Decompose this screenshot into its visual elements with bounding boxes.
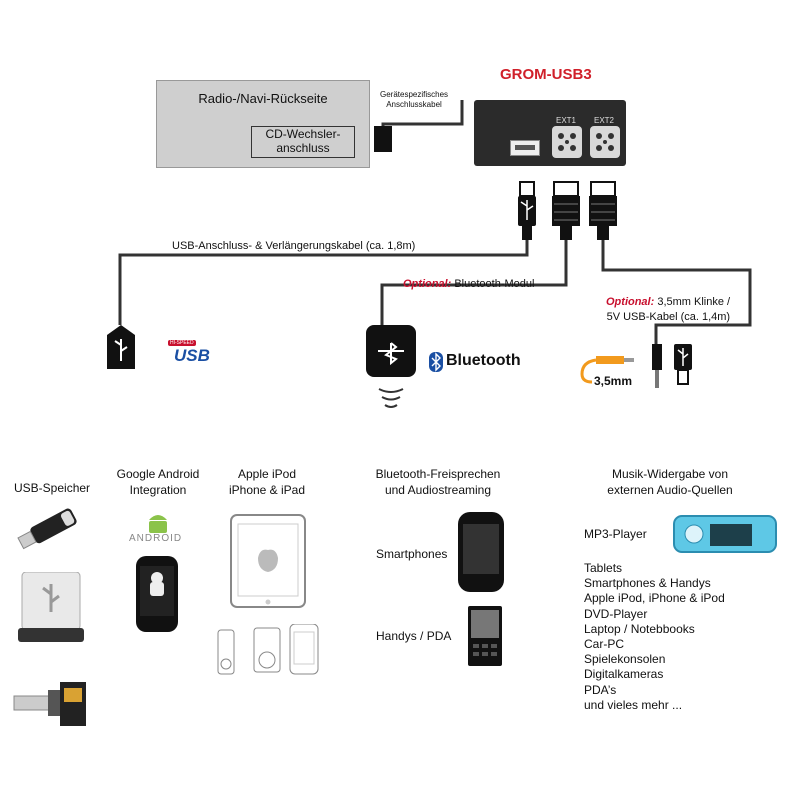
bluetooth-logo-icon <box>429 352 443 372</box>
usb-cable-path <box>118 238 529 325</box>
android-line1: Google Android <box>116 467 200 481</box>
bt-line1: Bluetooth-Freisprechen <box>375 467 501 481</box>
smartphones-label: Smartphones <box>376 547 448 561</box>
head-unit-plug-icon <box>374 126 392 152</box>
usb-logo-small: HI-SPEED <box>168 340 196 346</box>
pda-icon <box>468 606 502 666</box>
list-item: Car-PC <box>584 637 625 652</box>
bluetooth-module-icon <box>366 325 416 408</box>
module-title: GROM-USB3 <box>500 66 592 83</box>
mp3-label: MP3-Player <box>584 527 647 541</box>
smartphone-icon <box>458 512 504 592</box>
aux-line1: 3,5mm Klinke / <box>657 296 731 308</box>
bt-title: Bluetooth-Freisprechen und Audiostreamin… <box>366 466 510 498</box>
usb-plug-icon <box>107 325 135 369</box>
mp3-player-icon <box>673 515 777 553</box>
head-unit-back: Radio-/Navi-Rückseite CD-Wechsler- ansch… <box>156 80 370 168</box>
usb-cable-label: USB-Anschluss- & Verlängerungskabel (ca.… <box>172 240 416 252</box>
apple-line2: iPhone & iPad <box>228 483 306 497</box>
music-line2: externen Audio-Quellen <box>607 483 733 497</box>
usb-port-icon <box>510 140 540 156</box>
list-item: PDA’s <box>584 682 617 697</box>
aux-cable-path <box>601 238 752 344</box>
cd-changer-line1: CD-Wechsler- <box>265 127 341 141</box>
bt-line2: und Audiostreaming <box>384 483 492 497</box>
cd-changer-line2: anschluss <box>276 141 330 155</box>
music-line1: Musik-Widergabe von <box>611 467 729 481</box>
module-plugs-icon <box>518 181 617 240</box>
cable-label-line1: Gerätespezifisches <box>380 90 449 99</box>
ext-ports-icon <box>552 126 620 158</box>
list-item: und vieles mehr ... <box>584 697 683 712</box>
android-line2: Integration <box>129 483 187 497</box>
bluetooth-brand: Bluetooth <box>446 352 521 369</box>
cable-label: Gerätespezifisches Anschlusskabel <box>380 90 448 110</box>
list-item: Digitalkameras <box>584 667 664 682</box>
cable-label-line2: Anschlusskabel <box>386 100 442 109</box>
ipod-iphone-icons <box>217 624 319 675</box>
ext2-label: EXT2 <box>594 116 615 125</box>
aux-jack-icon <box>580 344 692 388</box>
ext1-label: EXT1 <box>556 116 577 125</box>
usb-stick-icon <box>17 508 77 550</box>
bt-cable-path <box>380 238 568 325</box>
bt-module-label: Optional: Bluetooth-Modul <box>403 278 534 290</box>
aux-cable-label: Optional: 3,5mm Klinke / 5V USB-Kabel (c… <box>606 295 730 325</box>
grom-module: EXT1 EXT2 <box>474 100 626 166</box>
aux-line2: 5V USB-Kabel (ca. 1,4m) <box>606 311 731 323</box>
android-phone-icon <box>136 556 178 632</box>
card-reader-icon <box>13 682 86 726</box>
android-logo-text: ANDROID <box>129 533 183 544</box>
list-item: Tablets <box>584 561 623 575</box>
ipad-icon <box>230 514 306 608</box>
usb-logo: HI-SPEED USB <box>148 340 210 366</box>
cd-changer-port: CD-Wechsler- anschluss <box>251 126 355 158</box>
apple-line1: Apple iPod <box>237 467 297 481</box>
list-item: DVD-Player <box>584 606 648 621</box>
list-item: Smartphones & Handys <box>584 576 711 591</box>
head-unit-title: Radio-/Navi-Rückseite <box>198 91 328 106</box>
music-source-list: Tablets Smartphones & Handys Apple iPod,… <box>584 561 725 713</box>
bt-optional: Optional: <box>403 278 452 290</box>
aux-jack-label: 3,5mm <box>594 374 633 388</box>
handys-label: Handys / PDA <box>376 629 452 643</box>
music-title: Musik-Widergabe von externen Audio-Quell… <box>596 466 744 498</box>
usb-storage-title: USB-Speicher <box>14 481 91 495</box>
bt-module-text: Bluetooth-Modul <box>454 278 535 290</box>
usb-logo-text: USB <box>174 346 210 365</box>
list-item: Laptop / Notebbooks <box>584 621 695 636</box>
android-title: Google Android Integration <box>110 466 206 498</box>
list-item: Apple iPod, iPhone & iPod <box>584 591 725 606</box>
android-logo-icon <box>149 515 167 533</box>
apple-title: Apple iPod iPhone & iPad <box>224 466 310 498</box>
usb-harddrive-icon <box>18 572 84 642</box>
list-item: Spielekonsolen <box>584 652 666 667</box>
aux-optional: Optional: <box>606 296 655 308</box>
